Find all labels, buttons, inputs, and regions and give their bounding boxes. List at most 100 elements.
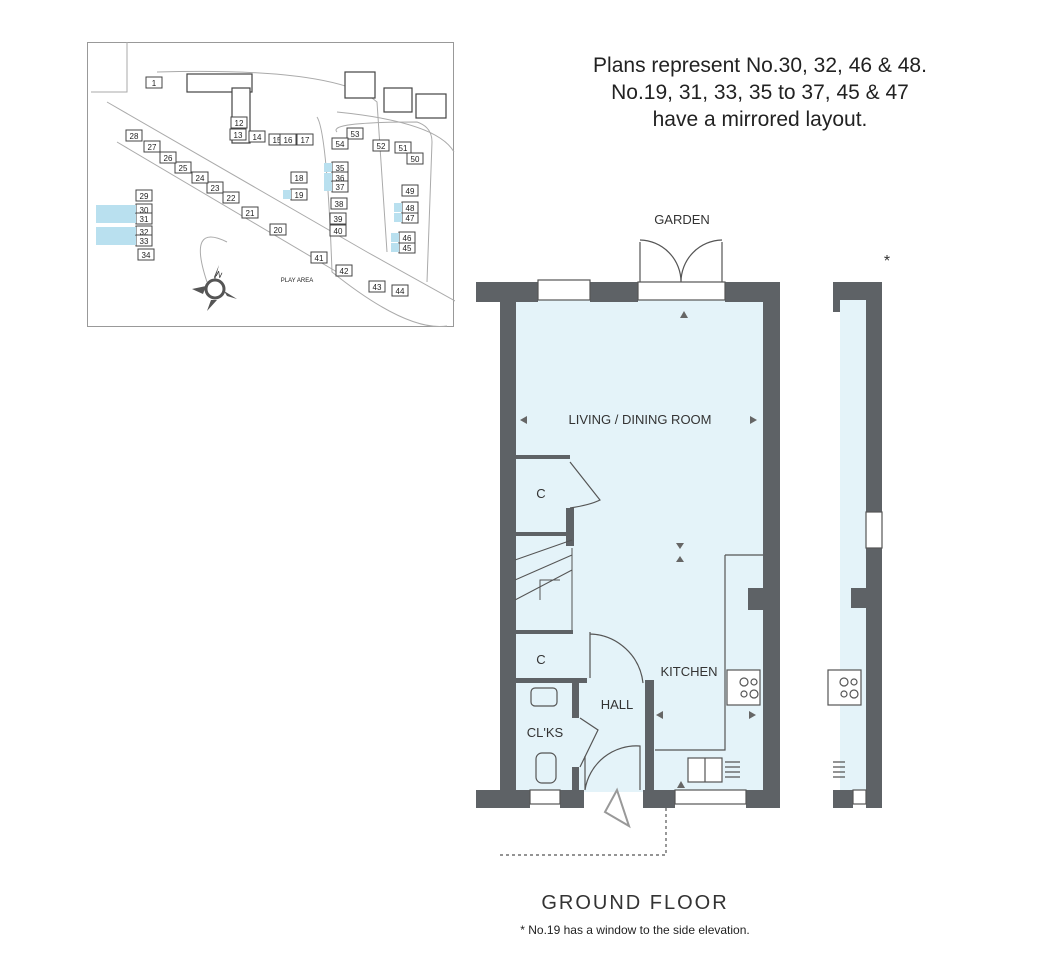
room-label-living-dining: LIVING / DINING ROOM: [568, 412, 711, 427]
plot-number: 38: [335, 200, 344, 209]
room-label-cloakroom: CL'KS: [527, 725, 564, 740]
plot-number: 49: [406, 187, 415, 196]
plot-highlight-19: [283, 190, 291, 199]
plot-44: [391, 284, 409, 297]
plot-number: 31: [140, 215, 149, 224]
plot-number: 12: [235, 119, 244, 128]
plot-number: 18: [295, 174, 304, 183]
plot-number: 54: [336, 140, 345, 149]
plot-highlight-32: [96, 227, 136, 236]
plot-number: 37: [336, 183, 345, 192]
plot-number: 47: [406, 214, 415, 223]
side-elevation-marker: *: [884, 253, 890, 270]
plot-highlight-33: [96, 236, 136, 245]
plot-17: [296, 133, 314, 146]
room-label-garden: GARDEN: [654, 212, 710, 227]
plot-number: 22: [227, 194, 236, 203]
plot-25: [174, 161, 192, 174]
plot-highlight-36: [324, 173, 332, 182]
plot-highlight-31: [96, 214, 136, 223]
plot-number: 44: [396, 287, 405, 296]
plot-28: [125, 129, 143, 142]
plot-16: [279, 133, 297, 146]
play-area-label: PLAY AREA: [281, 278, 313, 284]
plot-26: [159, 151, 177, 164]
plot-29: [135, 189, 153, 202]
plot-12: [230, 116, 248, 129]
plot-highlight-45: [391, 243, 399, 252]
plot-43: [368, 280, 386, 293]
plot-number: 20: [274, 226, 283, 235]
plot-number: 33: [140, 237, 149, 246]
note-line: have a mirrored layout.: [652, 108, 868, 131]
plot-number: 42: [340, 267, 349, 276]
plot-highlight-37: [324, 182, 332, 191]
plot-13: [229, 128, 247, 141]
plot-number: 24: [196, 174, 205, 183]
plot-highlight-48: [394, 203, 402, 212]
floor-title: GROUND FLOOR: [541, 892, 729, 914]
plot-number: 45: [403, 244, 412, 253]
plot-number: 21: [246, 209, 255, 218]
room-fill: [515, 300, 866, 792]
room-label-cupboard: C: [536, 652, 545, 667]
plot-number: 29: [140, 192, 149, 201]
room-label-kitchen: KITCHEN: [660, 664, 717, 679]
plot-number: 28: [130, 132, 139, 141]
plot-1: [145, 76, 163, 89]
plot-number: 16: [284, 136, 293, 145]
plot-22: [222, 191, 240, 204]
note-line: Plans represent No.30, 32, 46 & 48.: [593, 54, 927, 77]
room-label-cupboard: C: [536, 486, 545, 501]
compass-north-label: N: [215, 269, 224, 280]
plot-number: 19: [295, 191, 304, 200]
plot-number: 52: [377, 142, 386, 151]
plot-53: [346, 127, 364, 140]
plot-number: 32: [140, 228, 149, 237]
plot-number: 34: [142, 251, 151, 260]
plot-39: [329, 212, 347, 225]
plot-number: 17: [301, 136, 310, 145]
plot-highlight-30: [96, 205, 136, 214]
plot-54: [331, 137, 349, 150]
plot-27: [143, 140, 161, 153]
plot-highlight-35: [324, 163, 332, 172]
plot-number: 40: [334, 227, 343, 236]
plot-number: 14: [253, 133, 262, 142]
plot-20: [269, 223, 287, 236]
plot-34: [137, 248, 155, 261]
plot-number: 39: [334, 215, 343, 224]
plot-49: [401, 184, 419, 197]
plot-51: [394, 141, 412, 154]
plot-number: 30: [140, 206, 149, 215]
plot-number: 1: [152, 79, 157, 88]
plot-number: 41: [315, 254, 324, 263]
plot-14: [248, 130, 266, 143]
plot-number: 27: [148, 143, 157, 152]
plot-50: [406, 152, 424, 165]
compass-icon: N: [192, 265, 237, 311]
plot-number: 25: [179, 164, 188, 173]
plot-42: [335, 264, 353, 277]
plot-number: 23: [211, 184, 220, 193]
plot-number: 13: [234, 131, 243, 140]
plot-highlight-46: [391, 233, 399, 242]
plot-40: [329, 224, 347, 237]
plot-highlight-47: [394, 213, 402, 222]
plot-number: 15: [273, 136, 282, 145]
plot-23: [206, 181, 224, 194]
plot-number: 36: [336, 174, 345, 183]
plot-number: 35: [336, 164, 345, 173]
plot-number: 26: [164, 154, 173, 163]
plot-number: 43: [373, 283, 382, 292]
plot-number: 48: [406, 204, 415, 213]
note-line: No.19, 31, 33, 35 to 37, 45 & 47: [611, 81, 909, 104]
plot-18: [290, 171, 308, 184]
plot-52: [372, 139, 390, 152]
room-label-hall: HALL: [601, 697, 634, 712]
plot-number: 50: [411, 155, 420, 164]
plot-41: [310, 251, 328, 264]
plot-number: 46: [403, 234, 412, 243]
